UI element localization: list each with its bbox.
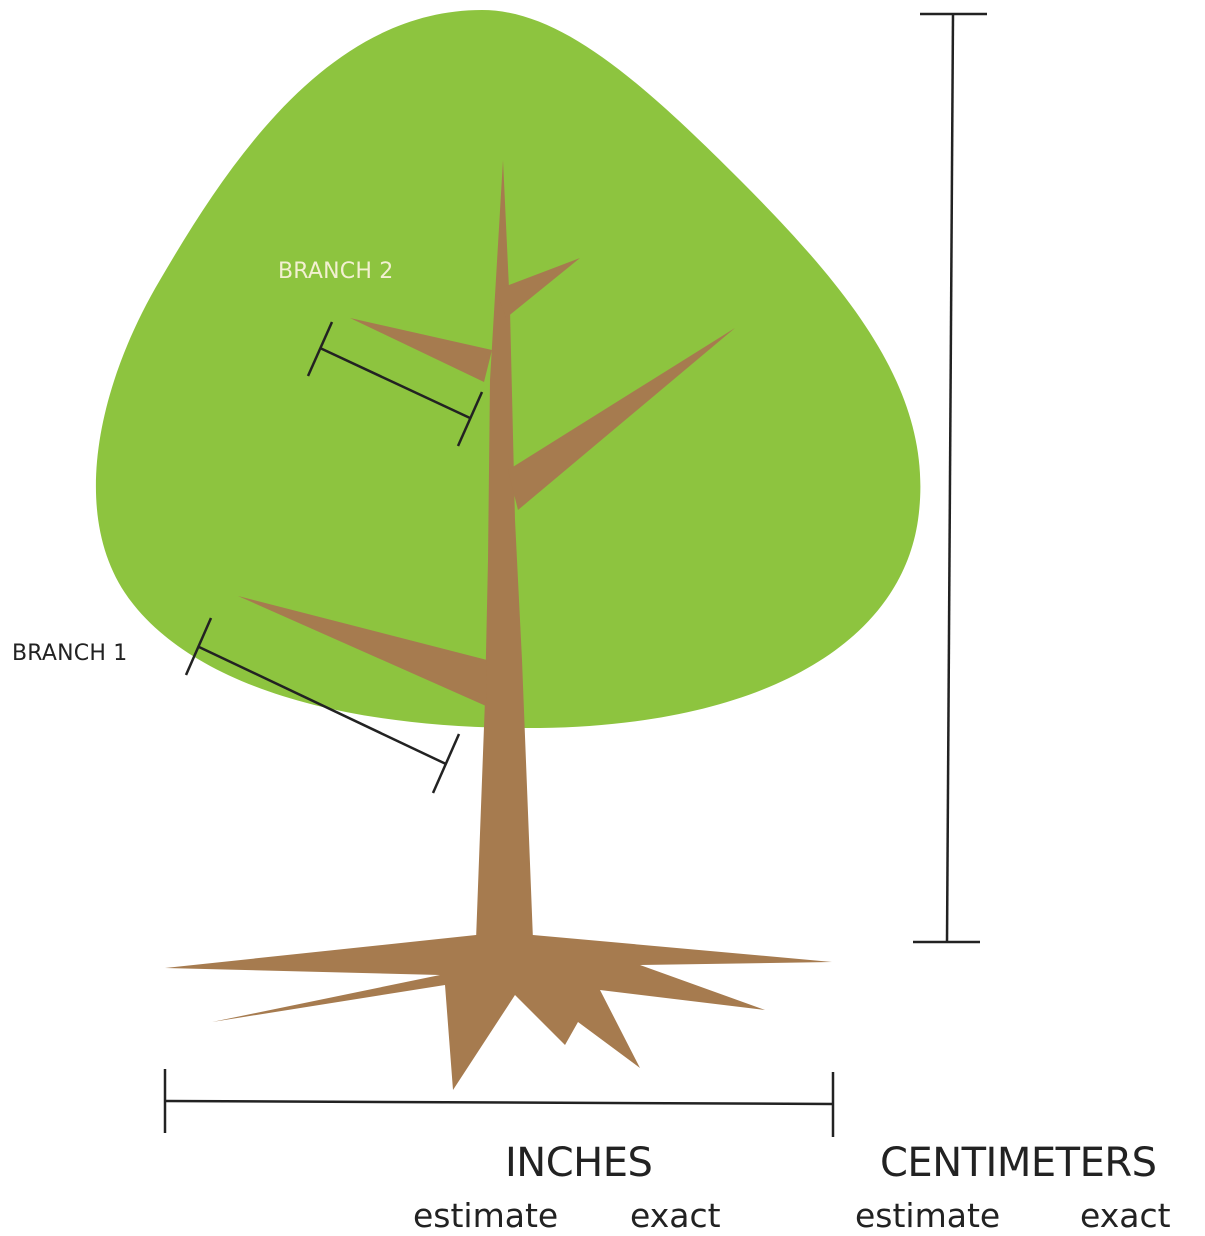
centimeters-heading: CENTIMETERS	[880, 1140, 1157, 1186]
width-measure-line	[165, 1069, 833, 1137]
branch-1-label: BRANCH 1	[12, 641, 128, 666]
branch-2-label: BRANCH 2	[278, 259, 394, 284]
inches-estimate-label: estimate	[413, 1196, 558, 1235]
inches-heading: INCHES	[505, 1140, 652, 1186]
height-measure-line	[913, 14, 987, 942]
inches-exact-label: exact	[630, 1196, 721, 1235]
centimeters-exact-label: exact	[1080, 1196, 1171, 1235]
centimeters-estimate-label: estimate	[855, 1196, 1000, 1235]
